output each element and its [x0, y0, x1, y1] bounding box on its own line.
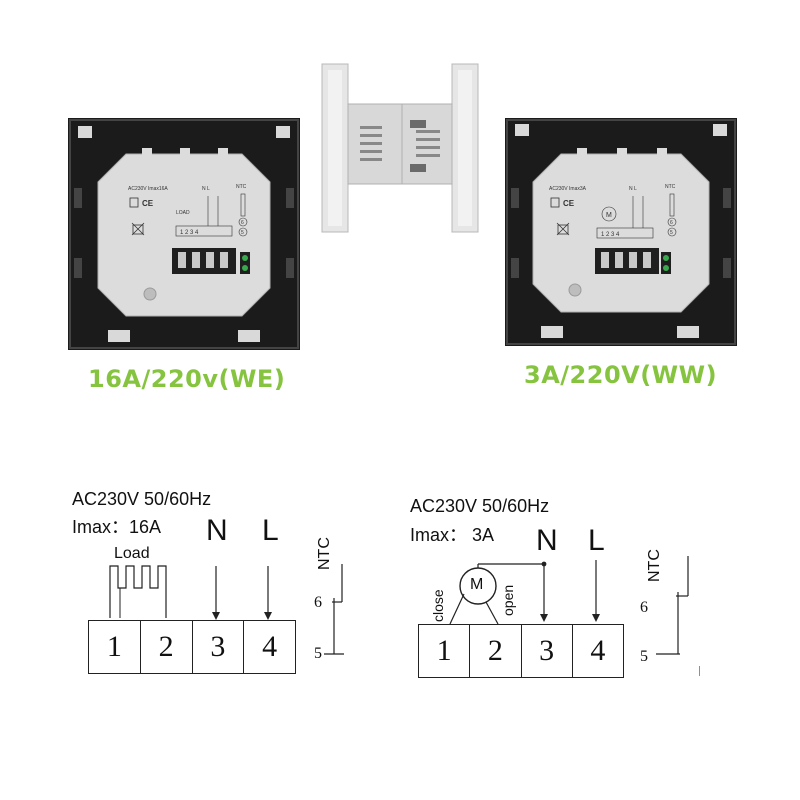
terminal-2-16a: 2 [141, 621, 193, 673]
svg-text:CE: CE [142, 199, 154, 208]
imax-label-16a: Imax：16A [72, 517, 162, 537]
neutral-label-16a: N [206, 514, 228, 547]
thermostat-back-photo-16a: AC230V Imax16A N L NTC LOAD CE 1 2 3 4 6… [68, 118, 300, 350]
svg-text:NTC: NTC [665, 184, 676, 190]
variant-label-16a: 16A/220v(WE) [88, 365, 286, 393]
terminal-3-3a: 3 [522, 625, 573, 677]
ntc-pin-6-3a: 6 [640, 599, 648, 616]
svg-text:6: 6 [670, 220, 673, 226]
terminal-1-16a: 1 [89, 621, 141, 673]
svg-text:NTC: NTC [236, 184, 247, 190]
svg-text:5: 5 [241, 230, 244, 236]
terminal-4-16a: 4 [262, 630, 278, 663]
svg-text:LOAD: LOAD [176, 210, 190, 216]
open-label: open [500, 584, 516, 616]
terminal-4-3a: 4 [590, 634, 606, 667]
terminal-2-3a: 2 [470, 625, 522, 677]
terminal-3-16a: 3 [193, 621, 245, 673]
ntc-pin-6-16a: 6 [314, 594, 322, 611]
live-label-16a: L [262, 514, 279, 547]
supply-label-16a: AC230V 50/60Hz [72, 489, 212, 509]
wiring-lines-16a [109, 564, 344, 655]
svg-text:AC230V Imax3A: AC230V Imax3A [549, 186, 587, 192]
variant-label-3a: 3A/220V(WW) [524, 361, 718, 389]
svg-text:6: 6 [241, 220, 244, 226]
wiring-lines-3a [449, 556, 700, 676]
live-label-3a: L [588, 524, 605, 557]
svg-text:5: 5 [670, 230, 673, 236]
motor-label: M [470, 576, 484, 593]
svg-text:M: M [606, 212, 612, 219]
terminal-block-3a: 1 2 3 4 [418, 624, 624, 678]
svg-text:AC230V Imax16A: AC230V Imax16A [128, 186, 168, 192]
terminal-1-3a: 1 [419, 625, 471, 677]
neutral-label-3a: N [536, 524, 558, 557]
svg-text:1 2 3 4: 1 2 3 4 [601, 232, 620, 238]
load-label: Load [114, 545, 150, 562]
svg-text:CE: CE [563, 199, 575, 208]
svg-text:N L: N L [629, 186, 637, 192]
ntc-pin-5-16a: 5 [314, 645, 322, 662]
svg-text:1 2 3 4: 1 2 3 4 [180, 230, 199, 236]
thermostat-side-photo [321, 63, 479, 233]
imax-label-3a: Imax： 3A [410, 525, 495, 545]
close-label: close [430, 589, 446, 622]
terminal-block-16a: 1 2 3 4 [88, 620, 296, 674]
supply-label-3a: AC230V 50/60Hz [410, 496, 550, 516]
thermostat-back-photo-3a: AC230V Imax3A N L NTC CE M 1 2 3 4 6 5 [505, 118, 737, 346]
ntc-pin-5-3a: 5 [640, 648, 648, 665]
svg-text:N L: N L [202, 186, 210, 192]
